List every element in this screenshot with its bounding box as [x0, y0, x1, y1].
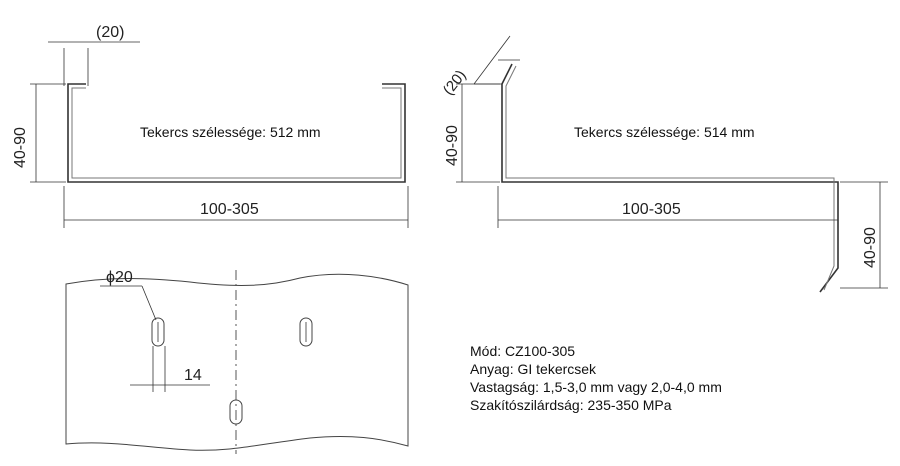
z-profile-inner-line	[505, 65, 835, 291]
c-coil-width-label: Tekercs szélessége: 512 mm	[140, 124, 321, 140]
z-profile-shape	[501, 63, 839, 293]
z-width-dim: 100-305	[622, 201, 681, 218]
spec-material: Anyag: GI tekercsek	[470, 361, 597, 377]
c-profile-shape	[67, 83, 406, 183]
spec-list: Mód: CZ100-305 Anyag: GI tekercsek Vasta…	[470, 343, 722, 413]
z-coil-width-label: Tekercs szélessége: 514 mm	[574, 124, 755, 140]
z-profile-drawing: (20) 40-90 100-305 40-90 Tekercs széless…	[440, 35, 888, 293]
z-height-dim-left: 40-90	[444, 125, 461, 166]
slot-hole-left	[151, 317, 165, 347]
hole-diameter-dim: ϕ20	[106, 269, 133, 286]
c-width-dim: 100-305	[200, 201, 259, 218]
slot-hole-right	[299, 317, 313, 347]
c-flange-dim: (20)	[96, 24, 124, 41]
z-flange-dim: (20)	[440, 67, 470, 98]
c-profile-inner-line	[71, 87, 402, 179]
spec-tensile-strength: Szakítószilárdság: 235-350 MPa	[470, 397, 672, 413]
spec-model: Mód: CZ100-305	[470, 343, 575, 359]
slot-hole-center	[229, 399, 243, 425]
c-height-dim: 40-90	[12, 127, 29, 168]
spec-thickness: Vastagság: 1,5-3,0 mm vagy 2,0-4,0 mm	[470, 379, 722, 395]
z-height-dim-right: 40-90	[862, 227, 879, 268]
web-plate-outline	[65, 273, 409, 451]
c-profile-drawing: (20) 40-90 100-305 Tekercs szélessége: 5…	[12, 24, 409, 228]
hole-detail-drawing: ϕ20 14	[65, 269, 409, 454]
hole-spacing-dim: 14	[184, 367, 202, 384]
